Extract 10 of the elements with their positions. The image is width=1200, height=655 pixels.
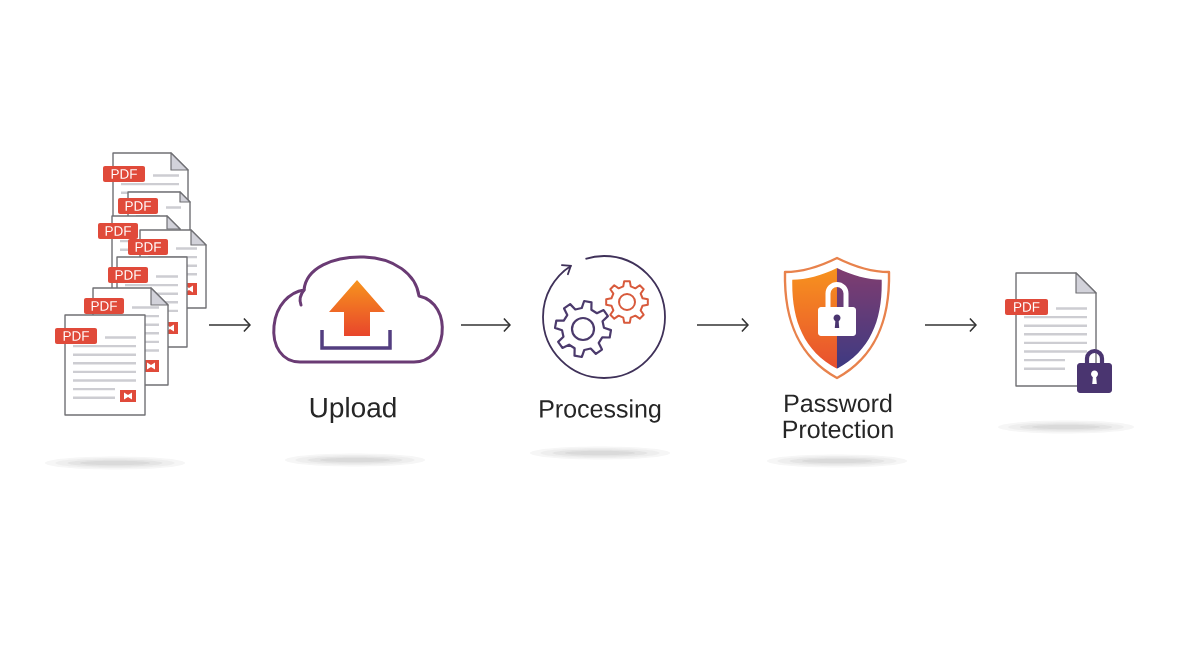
arrow xyxy=(460,317,511,333)
arrow xyxy=(208,317,251,333)
step-label: Password Protection xyxy=(783,393,893,439)
pdf-tag: PDF xyxy=(84,298,124,314)
arrow xyxy=(696,317,749,333)
step-label: Processing xyxy=(540,399,661,423)
step-label: Upload xyxy=(310,396,396,424)
pdf-tag: PDF xyxy=(103,166,145,182)
pdf-tag: PDF xyxy=(98,223,138,239)
arrow xyxy=(924,317,977,333)
